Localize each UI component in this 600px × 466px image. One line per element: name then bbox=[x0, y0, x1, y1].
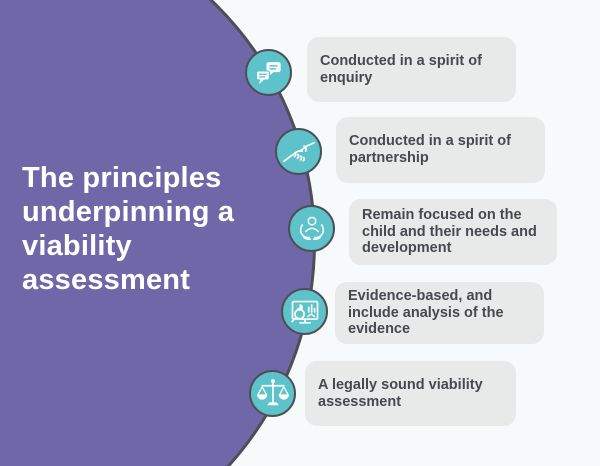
justice-scales-icon bbox=[249, 370, 296, 417]
principle-card: Remain focused on the child and their ne… bbox=[349, 199, 557, 265]
principle-label: Remain focused on the child and their ne… bbox=[362, 206, 537, 257]
principle-card: A legally sound viability assessment bbox=[305, 361, 516, 426]
principle-label: Conducted in a spirit of partnership bbox=[349, 133, 511, 166]
child-care-icon bbox=[288, 205, 335, 252]
principle-card: Conducted in a spirit of enquiry bbox=[307, 37, 516, 102]
principle-card: Conducted in a spirit of partnership bbox=[336, 117, 545, 183]
principle-label: A legally sound viability assessment bbox=[318, 376, 483, 410]
principle-card: Evidence-based, and include analysis of … bbox=[335, 282, 544, 344]
chat-icon bbox=[245, 49, 292, 96]
page-title: The principles underpinning a viability … bbox=[22, 162, 235, 296]
principle-label: Evidence-based, and include analysis of … bbox=[348, 287, 504, 338]
evidence-analysis-icon bbox=[281, 288, 328, 335]
principle-label: Conducted in a spirit of enquiry bbox=[320, 52, 482, 86]
handshake-icon bbox=[275, 128, 322, 175]
